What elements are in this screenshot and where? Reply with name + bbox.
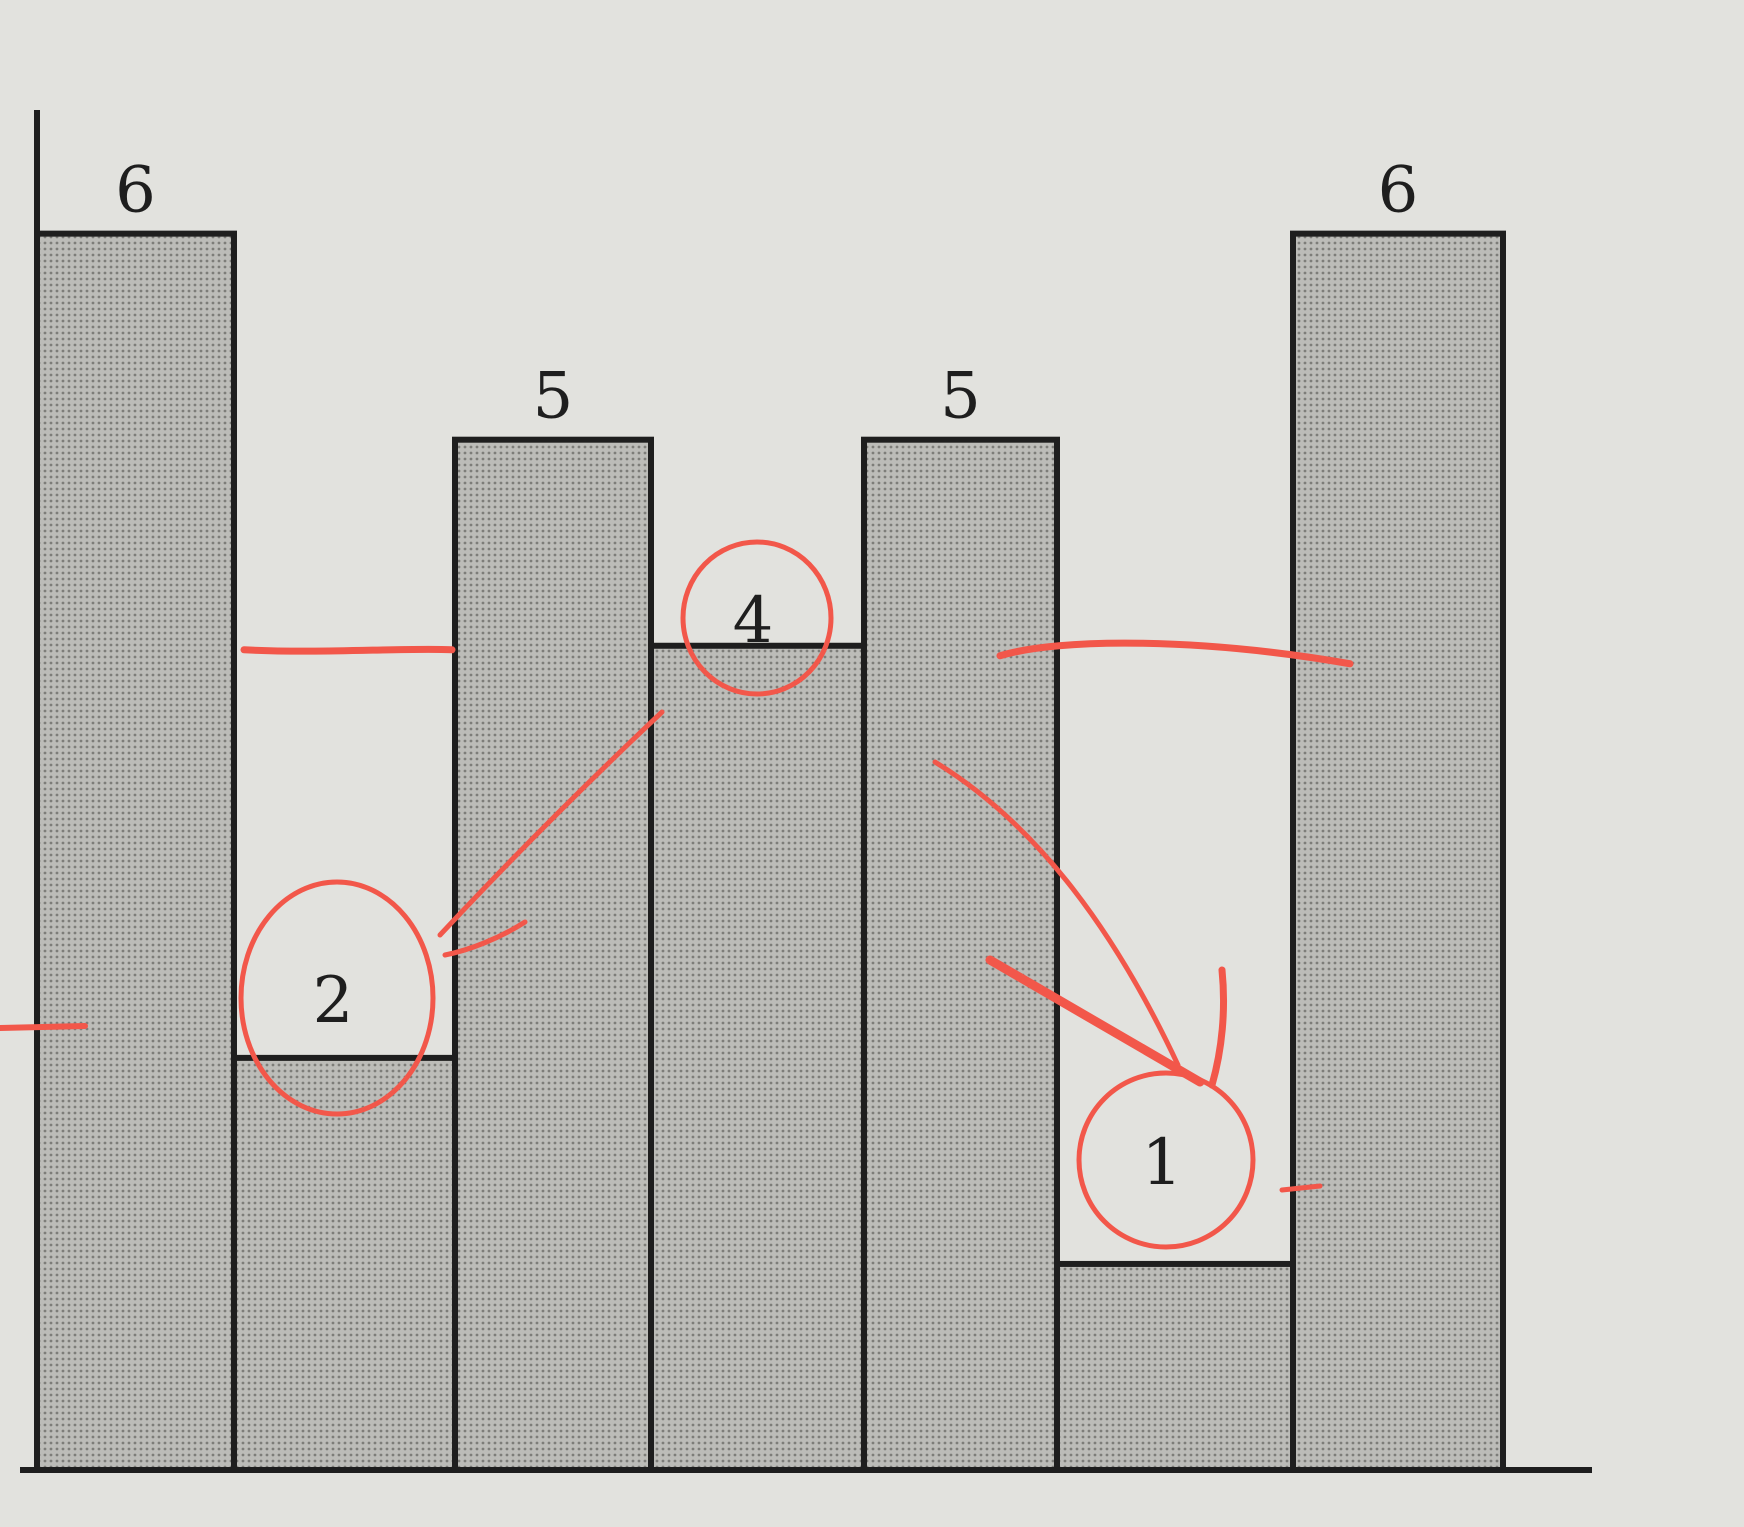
- bar-value-label-3: 5: [533, 360, 574, 434]
- bar-5: [861, 436, 1060, 1473]
- bar-value-labels: 6 5 5 6 2 4 1: [115, 154, 1418, 1200]
- arrow-curve-left: [437, 709, 665, 938]
- arrow-tick-left: [442, 919, 528, 958]
- handwritten-annotations: [0, 539, 1354, 1250]
- annotation-circle-1: [1076, 1070, 1256, 1250]
- arrow-tail-mark: [1279, 1183, 1323, 1193]
- annotation-number-4: 4: [733, 584, 774, 658]
- water-level-line-left: [240, 645, 456, 655]
- annotation-circle-4: [680, 539, 834, 697]
- arrow-stroke-right: [985, 955, 1205, 1087]
- annotation-number-1: 1: [1142, 1126, 1183, 1200]
- bar-7: [1290, 230, 1506, 1474]
- annotation-circle-2: [238, 879, 436, 1117]
- arrow-curve-right: [932, 759, 1181, 1068]
- bar-1: [34, 230, 237, 1474]
- bar-3: [452, 436, 654, 1473]
- bar-value-label-7: 6: [1378, 154, 1419, 228]
- bar-value-label-5: 5: [940, 360, 981, 434]
- margin-tick-mark: [0, 1023, 88, 1031]
- arrow-head-right: [1208, 966, 1228, 1089]
- bar-4: [648, 642, 867, 1473]
- water-level-line-right: [996, 639, 1354, 668]
- bars: [34, 230, 1506, 1474]
- annotation-number-2: 2: [313, 964, 354, 1038]
- bar-2: [231, 1054, 458, 1473]
- bar-value-label-1: 6: [115, 154, 156, 228]
- bar-6: [1054, 1260, 1296, 1474]
